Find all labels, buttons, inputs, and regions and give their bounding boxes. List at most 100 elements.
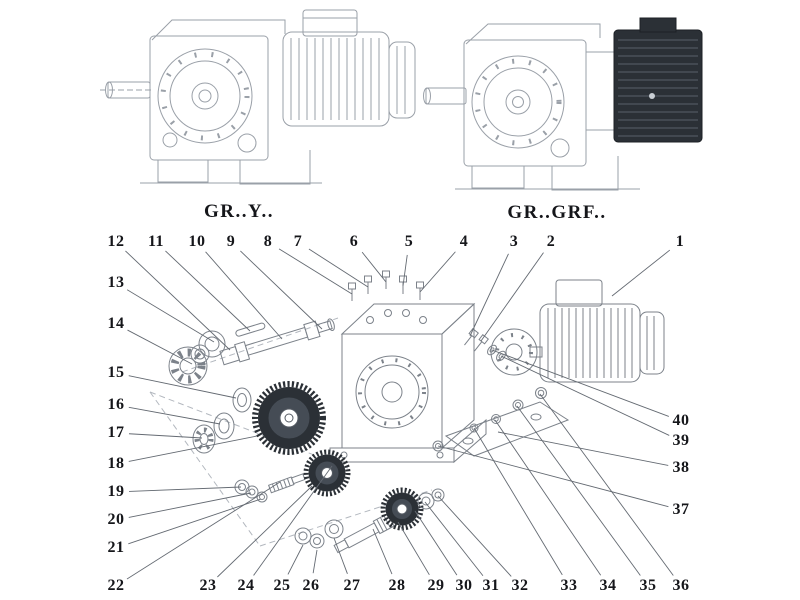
callout-28: 28 xyxy=(388,577,406,594)
terminal-box xyxy=(302,9,358,37)
motor-exploded xyxy=(490,279,665,383)
callout-2: 2 xyxy=(546,233,556,250)
leader-line-13 xyxy=(126,289,215,343)
callout-15: 15 xyxy=(107,364,125,381)
leader-line-38 xyxy=(497,431,669,466)
callout-11: 11 xyxy=(147,233,165,250)
callout-6: 6 xyxy=(349,233,359,250)
callout-9: 9 xyxy=(226,233,236,250)
leader-line-20 xyxy=(128,492,252,518)
leader-line-19 xyxy=(128,486,242,492)
leader-line-23 xyxy=(217,485,313,578)
callout-29: 29 xyxy=(427,577,445,594)
callout-3: 3 xyxy=(509,233,519,250)
foot xyxy=(239,150,311,185)
leader-line-21 xyxy=(128,498,262,545)
leader-line-34 xyxy=(494,419,602,576)
spacer-ring xyxy=(213,412,235,440)
callout-7: 7 xyxy=(293,233,303,250)
leader-line-32 xyxy=(437,495,512,577)
leader-line-28 xyxy=(372,528,393,575)
leader-line-3 xyxy=(469,253,509,337)
leader-line-37 xyxy=(437,445,669,508)
leader-line-26 xyxy=(312,549,318,574)
callout-17: 17 xyxy=(107,424,125,441)
leader-line-11 xyxy=(165,250,251,332)
motor-fins xyxy=(547,308,633,378)
callout-4: 4 xyxy=(459,233,469,250)
leader-line-15 xyxy=(128,375,237,399)
callout-32: 32 xyxy=(511,577,529,594)
callout-37: 37 xyxy=(672,501,690,518)
leader-line-12 xyxy=(125,250,231,351)
motor-shaft xyxy=(529,346,543,358)
fan-cover xyxy=(388,41,416,119)
callout-19: 19 xyxy=(107,483,125,500)
brake-motor-block xyxy=(613,17,703,143)
callout-14: 14 xyxy=(107,315,125,332)
helical-gear-large xyxy=(252,381,326,455)
leader-line-40 xyxy=(491,349,669,417)
leader-line-1 xyxy=(611,249,671,297)
callout-36: 36 xyxy=(672,577,690,594)
leader-line-33 xyxy=(473,427,563,576)
callout-12: 12 xyxy=(107,233,125,250)
callout-20: 20 xyxy=(107,511,125,528)
callout-8: 8 xyxy=(263,233,273,250)
callout-21: 21 xyxy=(107,539,125,556)
callout-27: 27 xyxy=(343,577,361,594)
ball-bearing-small xyxy=(192,424,216,454)
leader-line-5 xyxy=(402,254,408,287)
callout-24: 24 xyxy=(237,577,255,594)
leader-line-14 xyxy=(127,329,193,365)
leader-line-22 xyxy=(126,481,281,580)
callout-35: 35 xyxy=(639,577,657,594)
foot xyxy=(157,160,209,183)
leader-line-27 xyxy=(333,537,348,574)
callout-23: 23 xyxy=(199,577,217,594)
callout-25: 25 xyxy=(273,577,291,594)
foot xyxy=(551,156,619,191)
gear-housing xyxy=(149,35,269,161)
gearmotor-left-drawing xyxy=(100,9,416,185)
callout-5: 5 xyxy=(404,233,414,250)
callout-1: 1 xyxy=(675,233,685,250)
output-shaft xyxy=(425,87,467,105)
leader-line-8 xyxy=(278,248,353,295)
callout-18: 18 xyxy=(107,455,125,472)
pinion-shaft xyxy=(267,473,306,494)
leader-line-25 xyxy=(287,544,304,575)
ball-bearing-large xyxy=(168,346,208,386)
leader-line-18 xyxy=(128,435,258,462)
drain-plug xyxy=(432,440,444,452)
callout-16: 16 xyxy=(107,396,125,413)
callout-22: 22 xyxy=(107,577,125,594)
callout-26: 26 xyxy=(302,577,320,594)
callout-10: 10 xyxy=(188,233,206,250)
fan-cover xyxy=(639,311,665,375)
callout-13: 13 xyxy=(107,274,125,291)
callout-40: 40 xyxy=(672,412,690,429)
leader-line-16 xyxy=(128,406,221,425)
leader-line-36 xyxy=(539,393,674,576)
callout-34: 34 xyxy=(599,577,617,594)
oil-seal xyxy=(232,387,252,413)
shaft-key xyxy=(235,322,266,337)
base-plate xyxy=(444,401,570,457)
leader-line-35 xyxy=(516,405,641,576)
foot xyxy=(471,166,525,189)
leader-line-17 xyxy=(128,433,203,439)
leader-line-24 xyxy=(253,465,333,576)
gearmotor-right-drawing xyxy=(423,17,703,191)
terminal-box xyxy=(555,279,603,307)
motor-fins xyxy=(290,38,380,120)
callout-30: 30 xyxy=(455,577,473,594)
figure-label-left: GR..Y.. xyxy=(204,201,274,222)
leader-line-10 xyxy=(205,251,283,340)
leader-line-7 xyxy=(308,248,369,288)
leader-line-2 xyxy=(480,252,544,342)
leader-line-9 xyxy=(240,250,323,330)
input-shaft-assembly xyxy=(190,318,335,366)
